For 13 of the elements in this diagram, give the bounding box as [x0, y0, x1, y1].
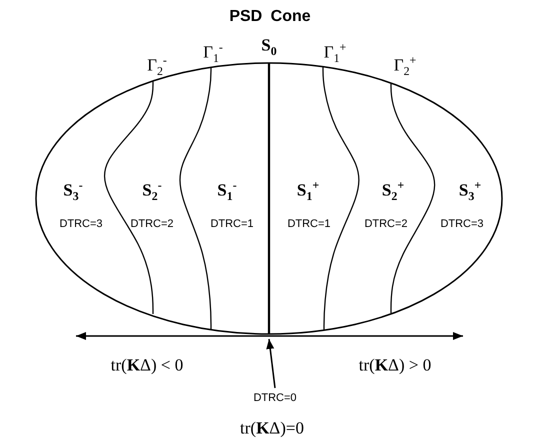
condition-label: tr(KΔ)=0 — [240, 420, 304, 438]
region-note: DTRC=2 — [364, 218, 408, 230]
condition-text: DTRC=0 — [250, 390, 300, 406]
title: PSD Cone — [229, 8, 311, 26]
boundary-label: S$_{0}$ — [261, 36, 277, 56]
arrow — [266, 338, 276, 388]
region-note: DTRC=1 — [287, 218, 331, 230]
region-note: DTRC=1 — [210, 218, 254, 230]
condition-label: tr(KΔ) < 0 — [110, 356, 184, 376]
condition-label: tr(KΔ) > 0 — [358, 356, 432, 376]
region-note: DTRC=3 — [440, 218, 484, 230]
region-note: DTRC=3 — [59, 218, 103, 230]
region-note: DTRC=2 — [130, 218, 174, 230]
